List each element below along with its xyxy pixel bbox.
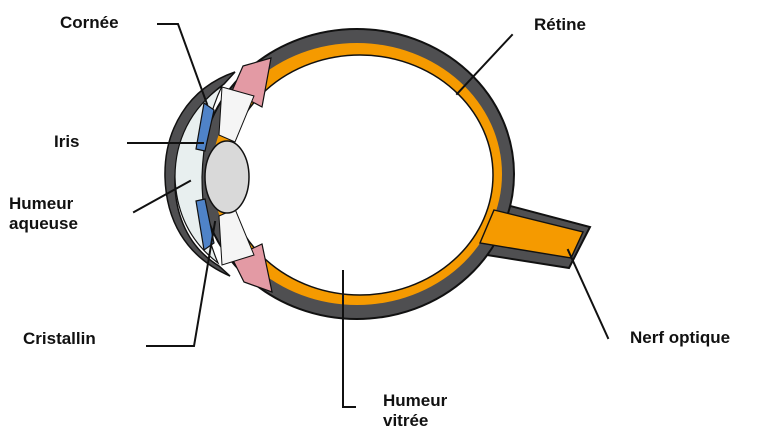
label-cornee: Cornée [60,13,119,33]
label-humeur-aqueuse-line-2: aqueuse [9,214,78,234]
label-humeur-vitree-line-2: vitrée [383,411,447,431]
label-humeur-vitree: Humeur vitrée [383,391,447,431]
label-nerf-optique: Nerf optique [630,328,730,348]
leader-line-retine [457,35,512,94]
label-humeur-aqueuse: Humeur aqueuse [9,194,78,234]
vitreous-humor-cavity [227,55,493,295]
label-retine: Rétine [534,15,586,35]
label-cristallin: Cristallin [23,329,96,349]
label-iris: Iris [54,132,80,152]
leader-line-nerf-optique [568,250,608,338]
eye-anatomy [165,29,590,319]
label-humeur-aqueuse-line-1: Humeur [9,194,78,214]
label-humeur-vitree-line-1: Humeur [383,391,447,411]
crystalline-lens [205,141,249,213]
